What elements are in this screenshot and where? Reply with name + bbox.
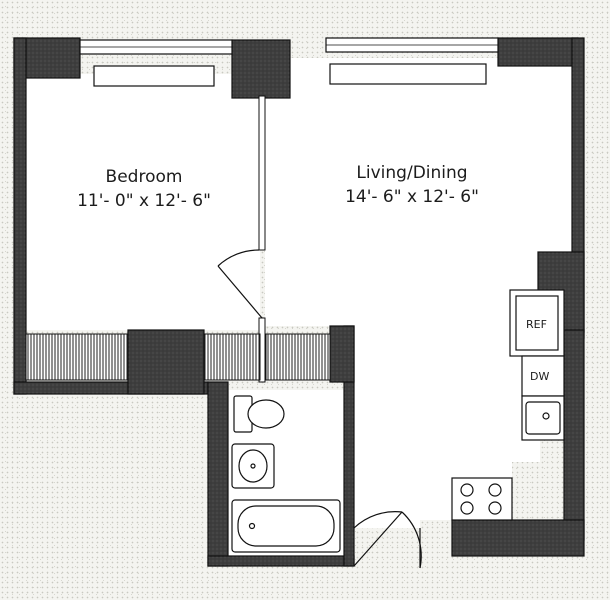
living-floor xyxy=(265,58,576,528)
refrigerator-label: REF xyxy=(526,318,547,331)
wall-bedroom-column xyxy=(127,329,205,395)
wall-bedroom-left xyxy=(13,37,27,395)
bedroom-dimensions: 11'- 0" x 12'- 6" xyxy=(77,191,211,211)
bathroom-fixtures xyxy=(231,395,341,553)
window-living-sill xyxy=(329,63,487,85)
wall-bottom-right xyxy=(451,519,585,557)
radiator-bedroom-left xyxy=(25,333,129,381)
stove-burner-3 xyxy=(460,501,474,515)
wall-bath-left xyxy=(207,381,229,567)
sink-drain xyxy=(250,463,256,469)
stove-burner-2 xyxy=(488,483,502,497)
bedroom-door-swing[interactable] xyxy=(217,249,260,267)
bathtub-drain xyxy=(248,522,256,530)
toilet-bowl xyxy=(247,399,285,429)
window-bedroom-sill xyxy=(93,65,215,87)
bathroom-door-swing[interactable] xyxy=(353,511,403,529)
stove-burner-4 xyxy=(488,501,502,515)
wall-top-center xyxy=(231,39,291,99)
kitchen-sink-drain xyxy=(542,412,550,420)
wall-bath-bottom xyxy=(207,555,355,567)
partition-bedroom-living xyxy=(258,95,266,251)
radiators xyxy=(25,333,331,381)
radiator-center xyxy=(203,333,261,381)
refrigerator-inner xyxy=(515,295,559,351)
living-dining-name: Living/Dining xyxy=(356,163,467,183)
wall-top-right xyxy=(497,37,579,67)
bedroom-name: Bedroom xyxy=(106,167,183,187)
wall-bath-top-right xyxy=(329,325,355,383)
stove xyxy=(451,477,513,521)
doors[interactable] xyxy=(217,249,422,569)
entry-door-swing[interactable] xyxy=(401,511,422,569)
wall-kitchen-right xyxy=(563,329,585,541)
kitchen: REF DW xyxy=(451,289,565,521)
bathroom-door-leaf[interactable] xyxy=(353,511,403,567)
bathtub-basin xyxy=(237,505,335,547)
dishwasher-label: DW xyxy=(530,370,549,383)
radiator-right xyxy=(265,333,331,381)
bedroom-door-leaf[interactable] xyxy=(217,265,263,319)
walls xyxy=(13,37,585,567)
stove-burner-1 xyxy=(460,483,474,497)
windows xyxy=(79,37,499,87)
bedroom-floor xyxy=(24,74,260,330)
living-dining-dimensions: 14'- 6" x 12'- 6" xyxy=(345,187,479,207)
kitchen-sink xyxy=(525,401,561,435)
